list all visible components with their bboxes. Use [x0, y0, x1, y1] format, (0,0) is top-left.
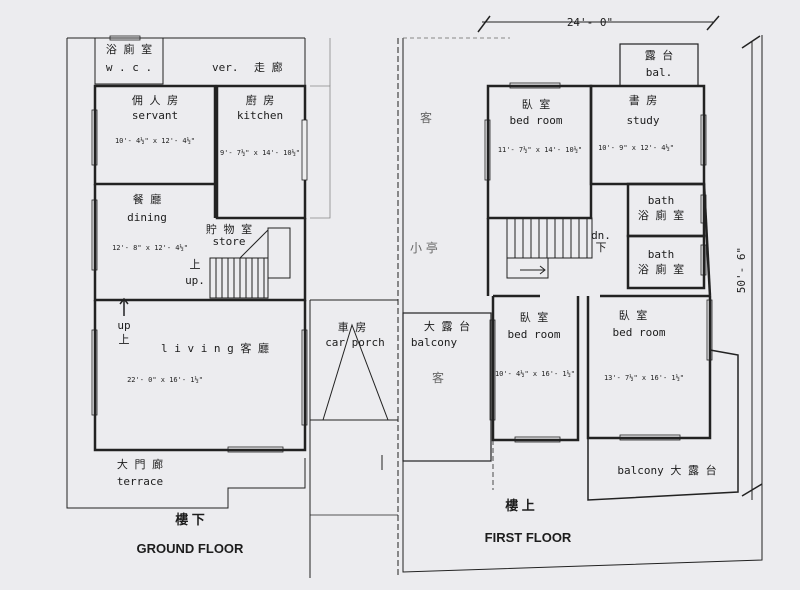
car-porch-label-cn: 車 房 [338, 320, 367, 334]
bed3-dim: 13'- 7½" x 16'- 1½" [604, 374, 684, 382]
living-up-arrowhead [119, 297, 129, 305]
big-balcony-label-cn: 大 露 台 [424, 319, 470, 333]
top-dimension: 24'- 0" [567, 16, 613, 29]
terrace-label-cn: 大 門 廊 [117, 457, 163, 471]
ground-dashed-outline [310, 85, 331, 219]
kitchen-label-en: kitchen [237, 109, 283, 122]
store-label-cn: 貯 物 室 [206, 222, 252, 236]
bed1-label-cn: 臥 室 [522, 97, 551, 111]
dining-label-cn: 餐 廳 [133, 192, 162, 206]
big-balcony [402, 312, 492, 462]
first-floor-plan [402, 15, 763, 573]
bedroom3-walls [586, 296, 712, 440]
handwritten-mid: 小 亭 [410, 240, 438, 255]
ground-stair [209, 227, 291, 299]
first-site-boundary [402, 35, 763, 573]
wc-window [109, 35, 141, 41]
handwritten-left-top: 客 [420, 110, 432, 125]
living-window-right [301, 329, 308, 426]
side-dimension: 50'- 6" [735, 247, 748, 293]
bed1-dim: 11'- 7½" x 14'- 10½" [498, 146, 582, 154]
bed2-label-en: bed room [508, 328, 561, 341]
stair-up-cn: 上 [190, 258, 201, 271]
living-window-left [91, 329, 98, 416]
front-balcony-label: balcony 大 露 台 [617, 463, 716, 477]
bath1-label-cn: 浴 廁 室 [638, 208, 684, 222]
bed2-label-cn: 臥 室 [520, 310, 549, 324]
ground-floor-plan [66, 35, 331, 509]
first-floor-title-en: FIRST FLOOR [485, 530, 572, 545]
living-walls [93, 300, 307, 452]
servant-label-en: servant [132, 109, 178, 122]
front-balcony [587, 349, 739, 501]
study-label-en: study [626, 114, 659, 127]
kitchen-label-cn: 廚 房 [246, 93, 275, 107]
dining-walls [93, 184, 307, 302]
bed1-window [509, 82, 561, 89]
servant-window [91, 109, 98, 166]
bed1-label-en: bed room [510, 114, 563, 127]
living-up-en: up [117, 319, 130, 332]
stair-dn-cn: 下 [596, 241, 607, 254]
study-window [700, 114, 707, 166]
bed2-window [489, 319, 496, 421]
living-window-bottom [227, 446, 284, 453]
living-dim: 22'- 0" x 16'- 1½" [127, 376, 203, 384]
bed3-bottom-window [619, 434, 681, 441]
ground-floor-title-en: GROUND FLOOR [137, 541, 244, 556]
car-porch-triangle [322, 323, 389, 421]
terrace-label-en: terrace [117, 475, 163, 488]
bed3-label-cn: 臥 室 [619, 308, 648, 322]
bed3-label-en: bed room [613, 326, 666, 339]
wc-label-en: w . c . [106, 61, 152, 74]
bedroom2-walls [491, 296, 580, 442]
dining-label-en: dining [127, 211, 167, 224]
stair-dn-en: dn. [591, 229, 611, 242]
bed1-side-window [484, 119, 491, 181]
verandah-label-en: ver. [212, 61, 239, 74]
servant-dim: 10'- 4½" x 12'- 4½" [115, 137, 195, 145]
bath2-window [700, 244, 707, 276]
study-label-cn: 書 房 [629, 93, 658, 107]
dining-dim: 12'- 8" x 12'- 4½" [112, 244, 188, 252]
stair-up-en: up. [185, 274, 205, 287]
bal-label-en: bal. [646, 66, 673, 79]
bed2-dim: 10'- 4½" x 16'- 1½" [495, 370, 575, 378]
big-balcony-label-en: balcony [411, 336, 458, 349]
bed3-window [706, 299, 713, 361]
dining-window [91, 199, 98, 271]
study-dim: 10'- 9" x 12'- 4½" [598, 144, 674, 152]
car-porch [309, 38, 399, 578]
living-up-cn: 上 [119, 333, 130, 346]
car-porch-label-en: car porch [325, 336, 385, 349]
first-stair [506, 217, 593, 279]
bath2-walls [626, 234, 706, 290]
verandah-label-cn: 走 廊 [254, 60, 283, 74]
living-label: l i v i n g 客 廳 [161, 341, 269, 355]
first-floor-title-cn: 樓 上 [505, 498, 535, 513]
kitchen-window-frame [301, 119, 308, 181]
kitchen-dim: 9'- 7½" x 14'- 10½" [220, 149, 300, 157]
bal-label-cn: 露 台 [645, 48, 674, 62]
bed2-bottom-window [514, 436, 561, 443]
servant-room-walls [93, 84, 217, 186]
ground-floor-title-cn: 樓 下 [175, 512, 205, 527]
servant-label-cn: 佣 人 房 [132, 94, 178, 107]
bath2-label-en: bath [648, 248, 675, 261]
store-label-en: store [212, 235, 245, 248]
bath1-window [700, 194, 707, 224]
wc-label-cn: 浴 廁 室 [106, 42, 152, 56]
bath2-label-cn: 浴 廁 室 [638, 262, 684, 276]
handwritten-balcony: 客 [432, 370, 444, 385]
bath1-label-en: bath [648, 194, 675, 207]
wc-room [94, 37, 164, 85]
